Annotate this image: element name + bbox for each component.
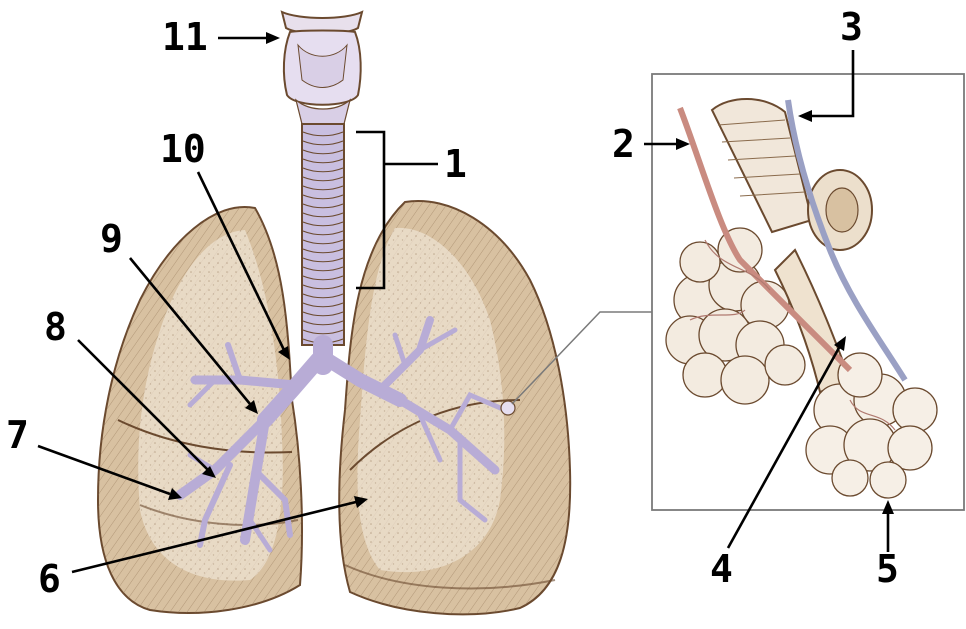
left-lung: [339, 201, 570, 614]
label-5: 5: [876, 547, 899, 591]
label-9: 9: [100, 217, 123, 261]
label-1: 1: [444, 142, 467, 186]
label-8: 8: [44, 305, 67, 349]
label-3: 3: [840, 5, 863, 49]
label-4: 4: [710, 547, 733, 591]
arrowhead-11: [266, 32, 280, 44]
larynx: [282, 12, 362, 124]
label-10: 10: [160, 127, 206, 171]
bronchiole-lumen: [826, 188, 858, 232]
label-6: 6: [38, 557, 61, 601]
label-7: 7: [6, 413, 29, 457]
label-2: 2: [612, 122, 635, 166]
trachea: [302, 124, 344, 345]
label-11: 11: [162, 15, 208, 59]
